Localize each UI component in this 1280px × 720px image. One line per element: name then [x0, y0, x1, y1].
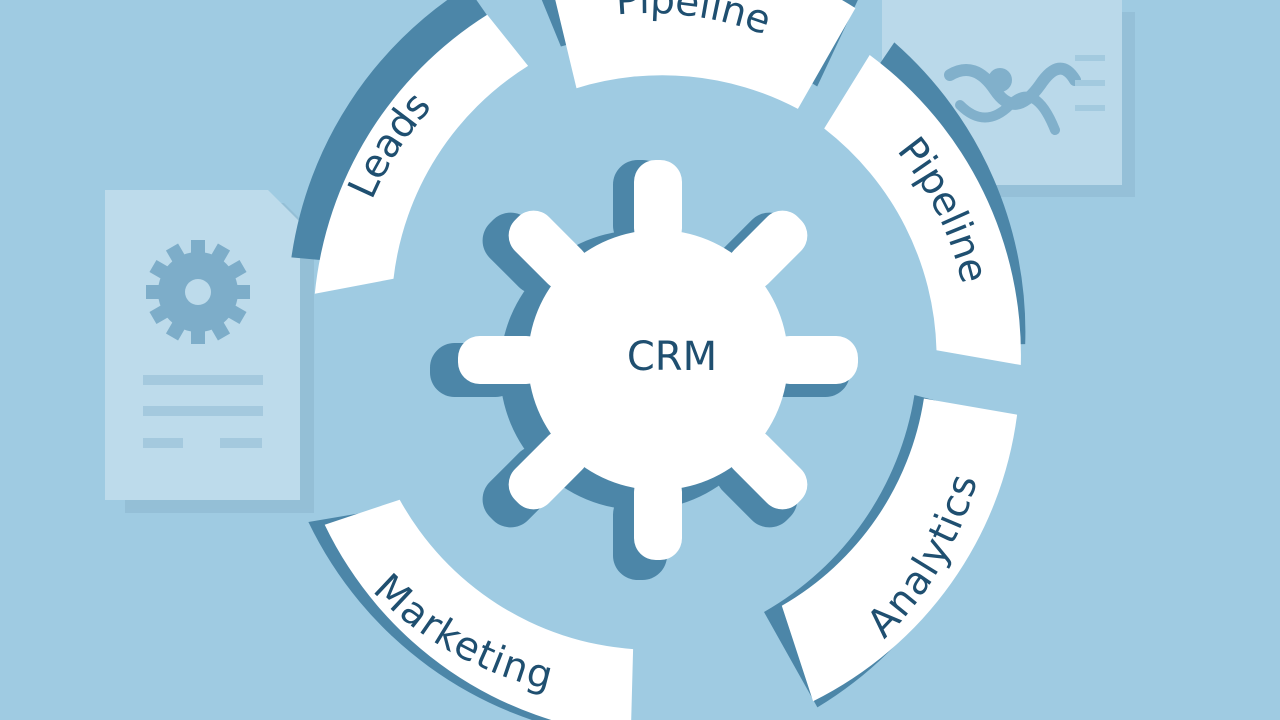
segment-body	[824, 55, 1021, 365]
document-line	[143, 406, 263, 416]
document-line	[220, 438, 262, 448]
segment-marketing: Marketing	[308, 499, 634, 720]
gear-body	[458, 160, 858, 560]
segment-body	[324, 499, 634, 720]
document-line	[143, 438, 183, 448]
document-line	[1075, 105, 1105, 111]
segment-pipeline-right: Pipeline	[824, 42, 1026, 365]
document-line	[1075, 80, 1105, 86]
document-icon	[105, 190, 300, 500]
document-line	[1075, 55, 1105, 61]
chart-icon	[944, 62, 1081, 135]
segment-analytics: Analytics	[764, 395, 1018, 708]
segment-body	[781, 398, 1018, 702]
gear-icon	[146, 240, 250, 344]
segment-leads: Leads	[291, 0, 529, 294]
crm-gear-icon	[430, 160, 858, 580]
document-line	[143, 375, 263, 385]
segment-body	[314, 14, 529, 294]
center-label: CRM	[627, 334, 717, 380]
document-card-left	[105, 190, 314, 513]
segment-pipeline-top: Pipeline	[541, 0, 858, 109]
segment-body	[555, 0, 856, 109]
